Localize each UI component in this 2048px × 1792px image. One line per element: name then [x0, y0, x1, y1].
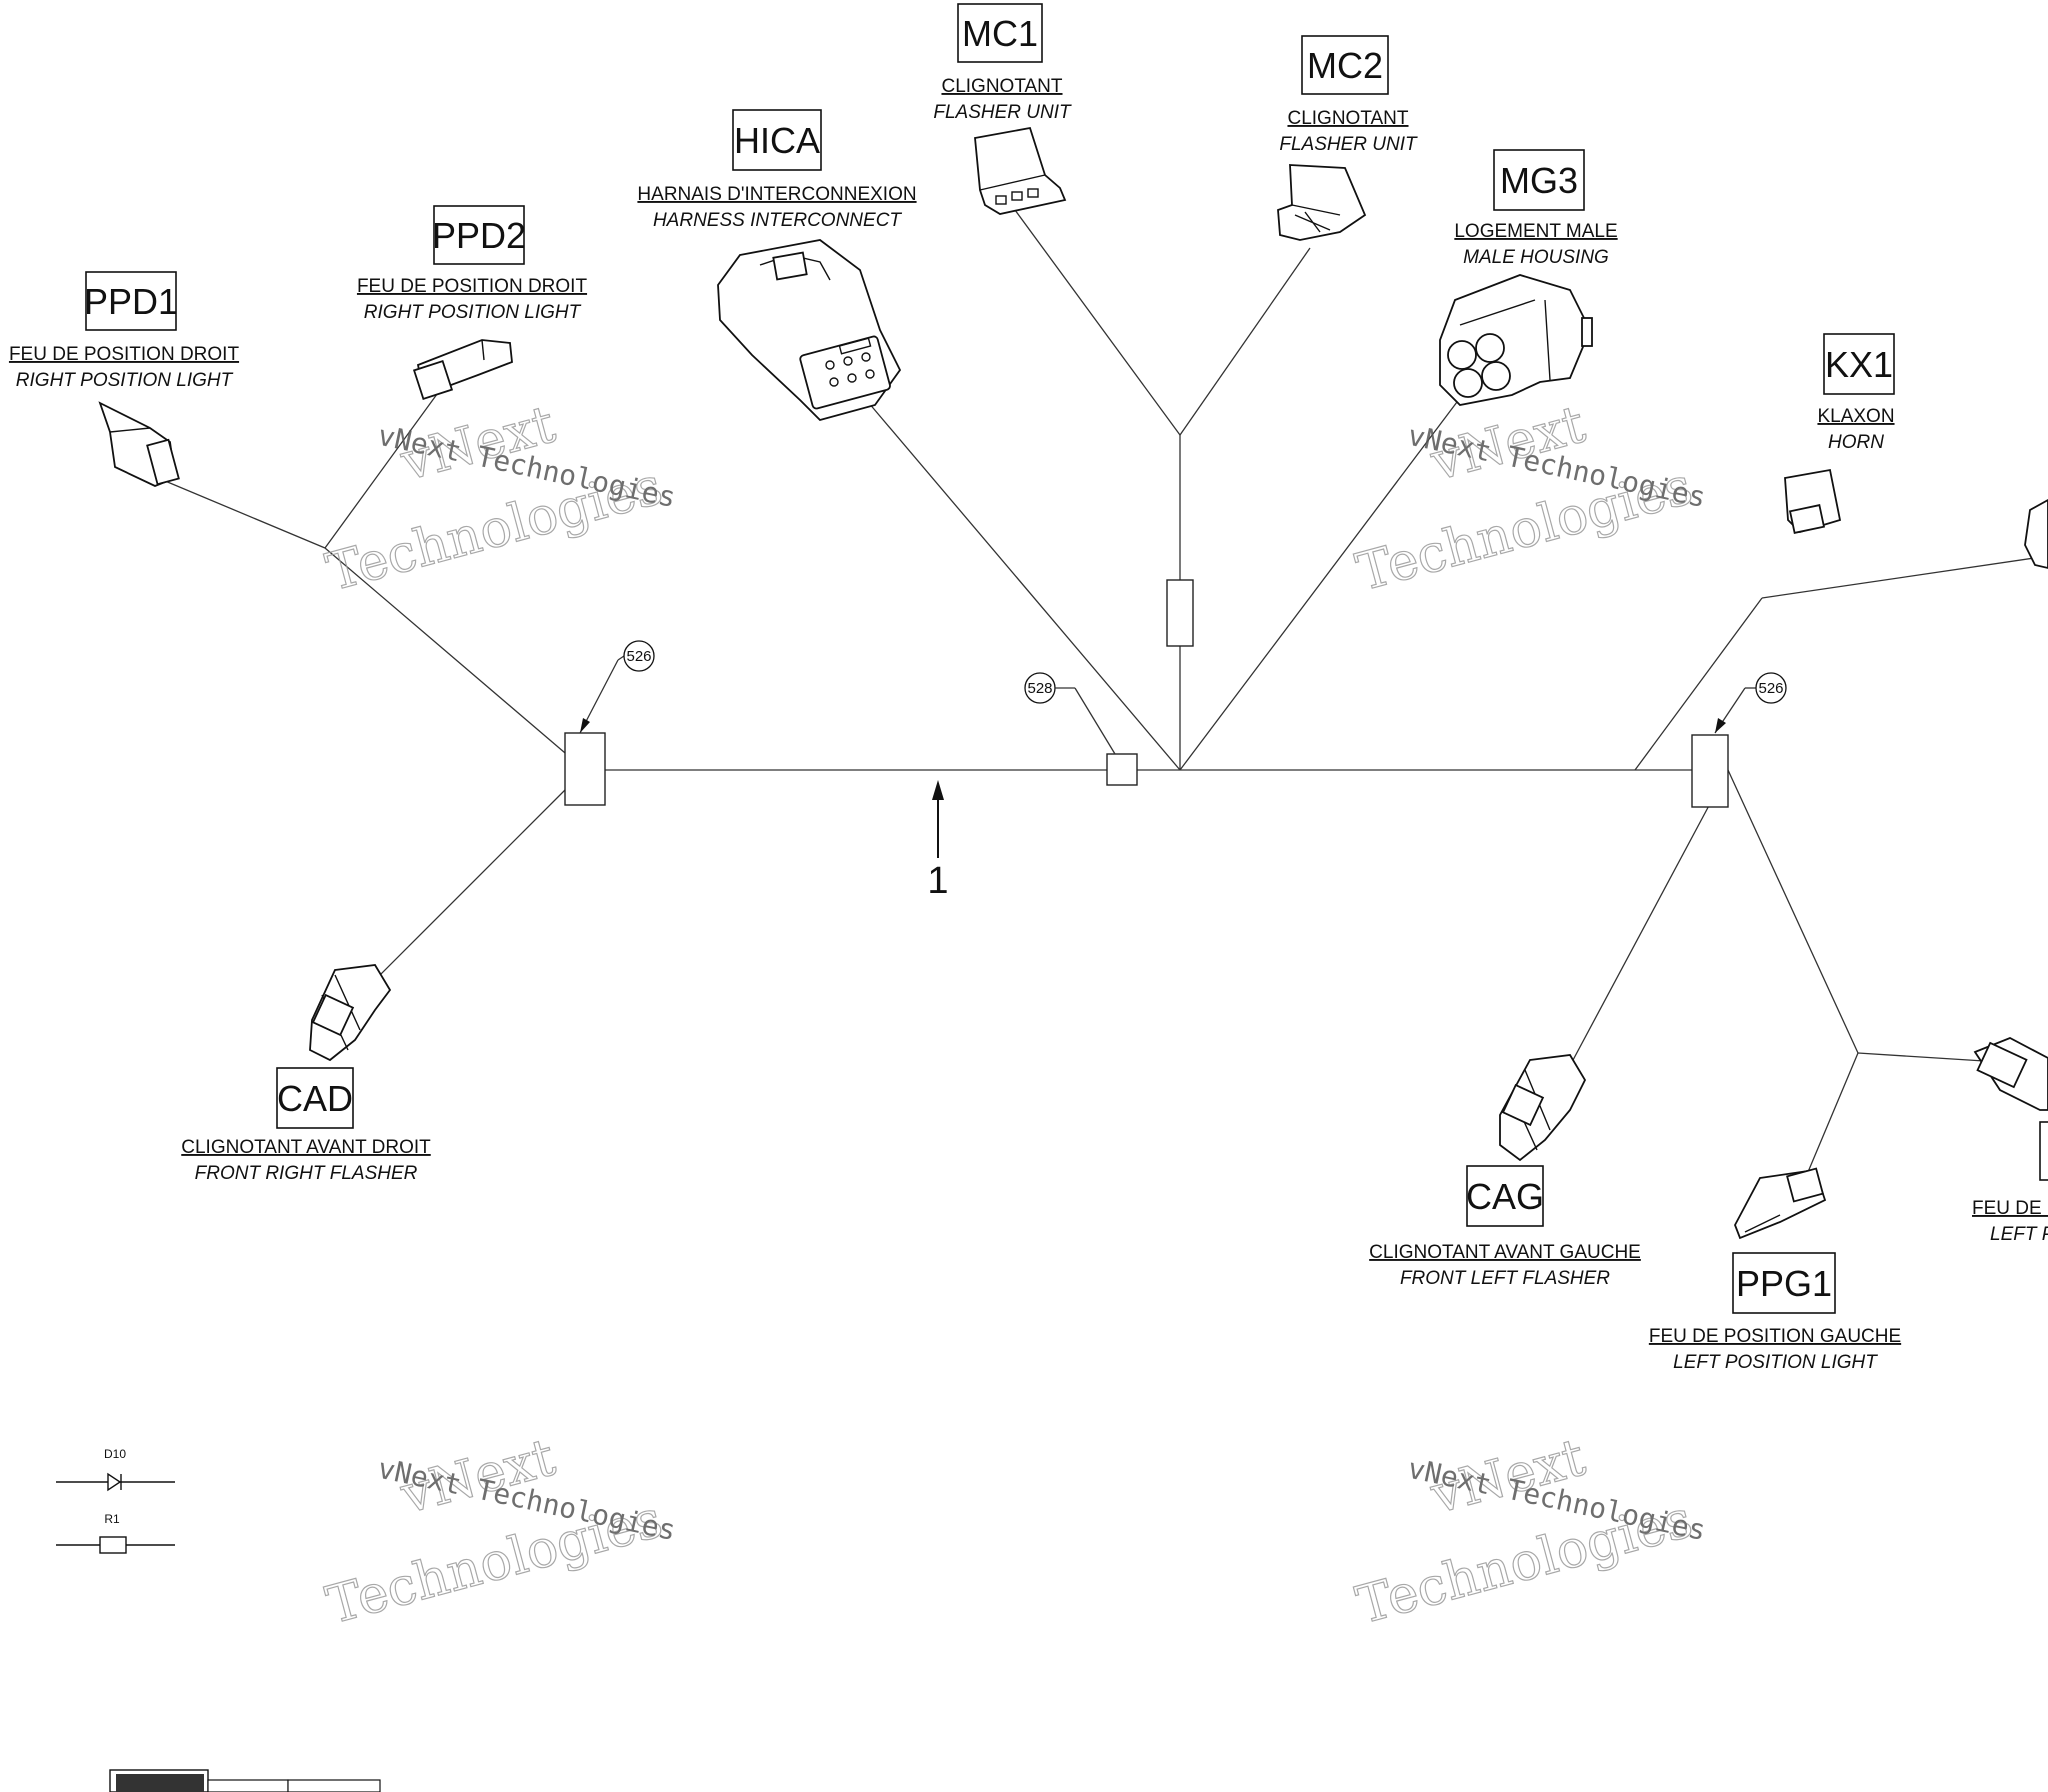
label-ppg1: PPG1 FEU DE POSITION GAUCHE LEFT POSITIO… [1649, 1252, 1901, 1373]
label-cag: CAG CLIGNOTANT AVANT GAUCHE FRONT LEFT F… [1369, 1165, 1641, 1289]
label-mg3: MG3 LOGEMENT MALE MALE HOUSING [1454, 149, 1618, 268]
harness-number: 1 [927, 860, 948, 902]
connector-name-fr: FEU DE POSITION DROIT [9, 344, 240, 365]
clip-right [1691, 734, 1729, 808]
connector-code: MC1 [962, 13, 1038, 54]
connector-code: HICA [734, 120, 820, 161]
resistor-icon [99, 1536, 127, 1554]
connector-name-fr: CLIGNOTANT AVANT GAUCHE [1369, 1242, 1641, 1263]
connector-code: CAG [1466, 1176, 1544, 1217]
mc1-connector-icon [974, 126, 1067, 215]
connector-name-en: HARNESS INTERCONNECT [653, 210, 902, 231]
connector-code: MC2 [1307, 45, 1383, 86]
cad-connector-icon [309, 964, 392, 1062]
label-cad: CAD CLIGNOTANT AVANT DROIT FRONT RIGHT F… [181, 1067, 431, 1184]
connector-name-fr: LOGEMENT MALE [1454, 221, 1617, 242]
connector-name-fr: FEU DE P [1972, 1198, 2048, 1219]
callout-number: 526 [626, 648, 651, 665]
connector-name-en: RIGHT POSITION LIGHT [364, 302, 582, 323]
harness-number-label: 1 [927, 780, 949, 902]
label-hica: HICA HARNAIS D'INTERCONNEXION HARNESS IN… [637, 109, 917, 231]
kx1-connector-icon [1784, 468, 1842, 534]
harness-clips [564, 579, 1729, 808]
cag-connector-icon [1499, 1054, 1587, 1162]
connector-name-en: HORN [1828, 432, 1884, 453]
callout-clip-left: 526 [579, 640, 655, 734]
connector-name-en: RIGHT POSITION LIGHT [16, 370, 234, 391]
diode-label: D10 [104, 1447, 126, 1461]
watermark-top-left: vNext Technologies vNext Technologies [320, 394, 679, 604]
harness-wires [157, 209, 2048, 1173]
connector-name-en: LEFT P [1990, 1224, 2048, 1245]
connector-code: PPD1 [84, 281, 178, 322]
connector-name-en: FRONT RIGHT FLASHER [195, 1163, 418, 1184]
callout-number: 528 [1027, 680, 1052, 697]
legend-resistor: R1 [56, 1512, 175, 1554]
connector-code: PPD2 [432, 215, 526, 256]
connector-name-fr: KLAXON [1817, 406, 1894, 427]
ppd2-connector-icon [412, 339, 513, 401]
label-ppg2-partial: FEU DE P LEFT P [1972, 1121, 2048, 1245]
label-ppd2: PPD2 FEU DE POSITION DROIT RIGHT POSITIO… [357, 205, 588, 323]
callout-number: 526 [1758, 680, 1783, 697]
watermark-top-right: vNext Technologies vNext Technologies [1350, 394, 1709, 604]
label-kx1: KX1 KLAXON HORN [1817, 333, 1895, 453]
clip-upper-center [1166, 579, 1194, 647]
ppd1-connector-icon [98, 401, 180, 487]
clip-left [564, 732, 606, 806]
connector-name-fr: FEU DE POSITION DROIT [357, 276, 588, 297]
ppg1-connector-icon [1734, 1167, 1827, 1240]
ppg2-connector-icon [1973, 1037, 2048, 1111]
resistor-label: R1 [104, 1512, 120, 1526]
clip-center [1106, 753, 1138, 786]
connector-name-fr: HARNAIS D'INTERCONNEXION [637, 184, 916, 205]
connector-name-en: FRONT LEFT FLASHER [1400, 1268, 1610, 1289]
connector-name-en: FLASHER UNIT [1279, 134, 1418, 155]
watermark-bottom-right: vNext Technologies vNext Technologies [1350, 1427, 1709, 1637]
callout-clip-center: 528 [1024, 672, 1116, 755]
connector-code: MG3 [1500, 160, 1578, 201]
connector-name-fr: CLIGNOTANT AVANT DROIT [181, 1137, 431, 1158]
connector-code: PPG1 [1736, 1263, 1832, 1304]
legend-diode: D10 [56, 1447, 175, 1492]
hica-connector-icon [717, 239, 902, 422]
mg3-connector-icon [1439, 274, 1593, 406]
label-ppd1: PPD1 FEU DE POSITION DROIT RIGHT POSITIO… [9, 271, 240, 391]
connector-name-en: MALE HOUSING [1463, 247, 1609, 268]
connector-name-fr: FEU DE POSITION GAUCHE [1649, 1326, 1901, 1347]
connector-name-en: FLASHER UNIT [933, 102, 1072, 123]
connector-name-en: LEFT POSITION LIGHT [1673, 1352, 1878, 1373]
callout-clip-right: 526 [1714, 672, 1787, 734]
connector-name-fr: CLIGNOTANT [941, 76, 1062, 97]
watermark-bottom-left: vNext Technologies vNext Technologies [320, 1427, 679, 1637]
label-mc2: MC2 CLIGNOTANT FLASHER UNIT [1279, 35, 1418, 155]
mc2-connector-icon [1277, 164, 1367, 241]
diode-icon [107, 1472, 122, 1492]
right-edge-connector-icon [2024, 498, 2048, 569]
connector-code: KX1 [1825, 344, 1893, 385]
title-block-fragment [109, 1769, 381, 1792]
connector-name-fr: CLIGNOTANT [1287, 108, 1408, 129]
connector-code: CAD [277, 1078, 353, 1119]
label-mc1: MC1 CLIGNOTANT FLASHER UNIT [933, 3, 1072, 123]
